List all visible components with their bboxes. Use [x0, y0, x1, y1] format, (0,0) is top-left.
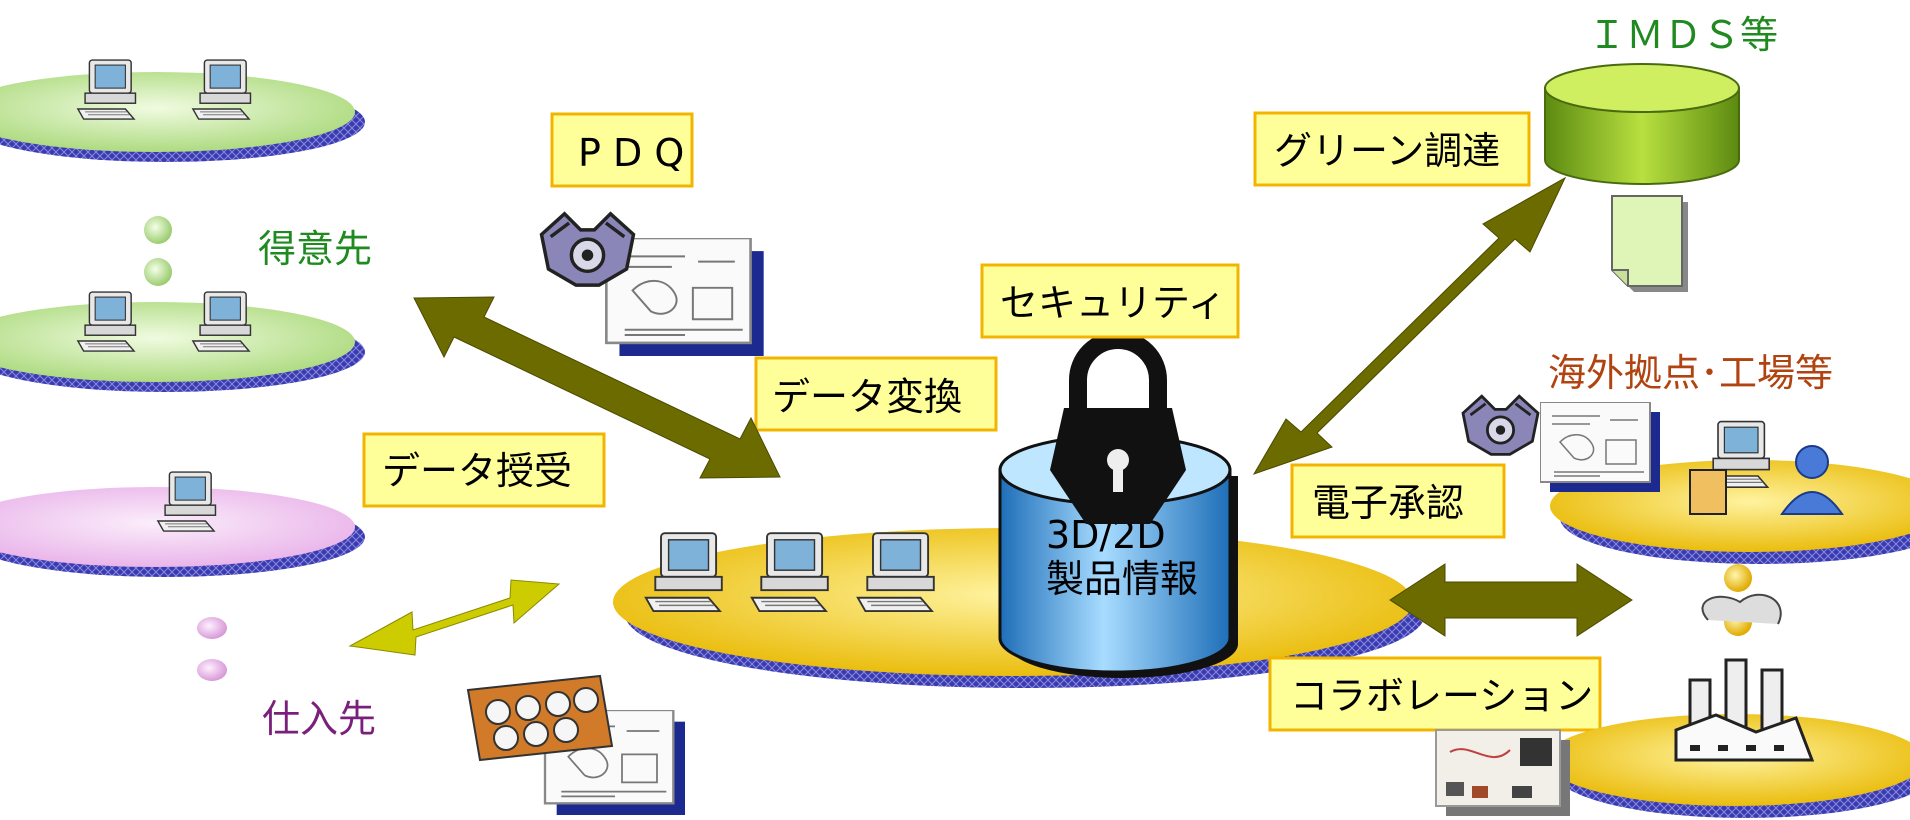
- document-icon: [1611, 195, 1688, 292]
- arrow-hub-overseas: [1389, 563, 1633, 637]
- connector-dot: [144, 216, 172, 244]
- label-green-procurement: グリーン調達: [1253, 111, 1531, 187]
- database-label-line2: 製品情報: [1046, 557, 1198, 601]
- imds-database-icon: [1544, 63, 1740, 185]
- lock-icon: [1050, 331, 1186, 524]
- suppliers-label: 仕入先: [262, 697, 376, 741]
- supplier-site: [0, 471, 365, 577]
- factory-icon: [1674, 593, 1815, 762]
- overseas-label: 海外拠点･工場等: [1548, 351, 1833, 395]
- customers-label: 得意先: [258, 227, 372, 271]
- customer-site-bottom: [0, 291, 365, 392]
- imds-label: ＩＭＤＳ等: [1588, 13, 1778, 57]
- arrow-hub-imds: [1252, 176, 1567, 475]
- label-collaboration: コラボレーション: [1268, 656, 1602, 732]
- label-data-exchange: データ授受: [362, 432, 606, 508]
- label-data-conversion: データ変換: [754, 356, 998, 432]
- label-pdq: P D Q: [550, 112, 694, 188]
- connector-dot: [197, 659, 227, 681]
- arrow-customers-hub: [413, 296, 781, 479]
- svg-text:コラボレーション: コラボレーション: [1290, 674, 1593, 718]
- svg-text:電子承認: 電子承認: [1312, 481, 1464, 525]
- svg-text:データ授受: データ授受: [382, 449, 572, 493]
- svg-text:P D Q: P D Q: [578, 131, 684, 175]
- svg-text:データ変換: データ変換: [772, 375, 962, 419]
- user-icon: [1780, 445, 1844, 515]
- svg-text:セキュリティ: セキュリティ: [1000, 281, 1226, 325]
- arrow-suppliers-hub: [348, 579, 561, 656]
- customer-site-top: [0, 59, 365, 162]
- gasket-icon: [466, 674, 614, 762]
- collaboration-image: [1435, 729, 1570, 816]
- label-security: セキュリティ: [980, 263, 1240, 339]
- clipboard-icon: [1689, 469, 1727, 515]
- label-e-approval: 電子承認: [1290, 463, 1506, 539]
- engine-icon: [1461, 394, 1540, 456]
- overseas-factory: [1545, 593, 1910, 818]
- engine-icon: [539, 212, 636, 287]
- connector-dot: [144, 258, 172, 286]
- connector-dot: [197, 617, 227, 639]
- svg-text:グリーン調達: グリーン調達: [1274, 129, 1500, 173]
- connector-dot: [1724, 564, 1752, 592]
- drawing-icon: [1540, 402, 1660, 492]
